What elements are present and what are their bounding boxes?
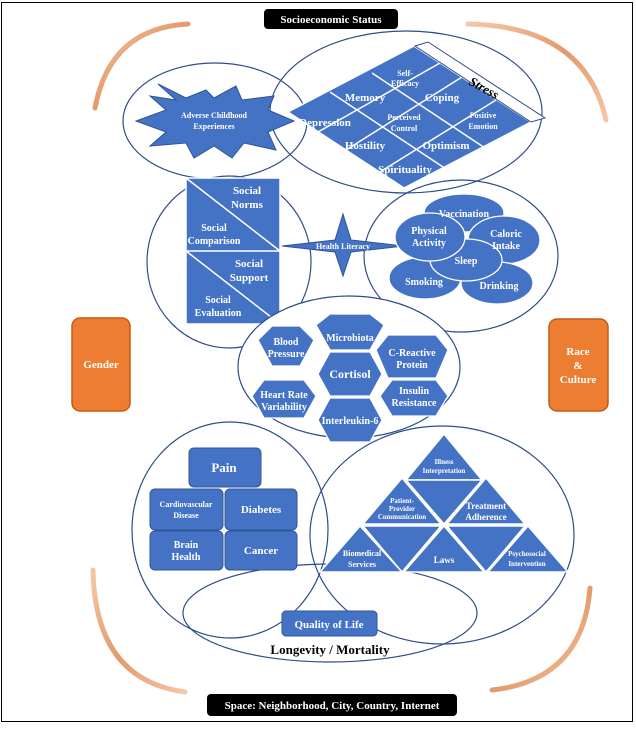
biomarker-hexagons <box>251 313 449 443</box>
bottom-banner-label: Space: Neighborhood, City, Country, Inte… <box>225 700 440 712</box>
biomedical-line1: Biomedical <box>343 549 382 558</box>
interleukin-label: Interleukin-6 <box>322 416 379 427</box>
treatment-line1: Treatment <box>466 501 506 511</box>
microbiota-label: Microbiota <box>326 333 374 344</box>
psychosocial-line1: Psychosocial <box>508 550 546 558</box>
behavior-ellipse <box>363 179 559 333</box>
adverse-line1: Adverse Childhood <box>181 111 248 120</box>
health-literacy-label: Health Literacy <box>316 242 370 251</box>
sleep-label: Sleep <box>455 256 478 267</box>
arc-top-right <box>465 21 609 123</box>
social-norms-line1: Social <box>233 185 261 197</box>
diabetes-label: Diabetes <box>241 504 282 516</box>
treatment-line2: Adherence <box>465 512 506 522</box>
disease-boxes <box>149 447 298 571</box>
quality-of-life-label: Quality of Life <box>294 619 363 631</box>
biomarker-cluster: Blood Pressure Microbiota C-Reactive Pro… <box>237 295 461 443</box>
spirituality-label: Spirituality <box>378 164 432 176</box>
heart-rate-line2: Variability <box>261 402 307 413</box>
quality-of-life-box: Quality of Life <box>281 610 378 637</box>
hostility-label: Hostility <box>345 140 386 152</box>
adverse-line2: Experiences <box>193 122 234 131</box>
c-reactive-line2: Protein <box>396 360 428 371</box>
pain-label: Pain <box>211 460 237 475</box>
psychosocial-line2: Intervention <box>508 560 545 568</box>
perceived-control-line2: Control <box>391 124 418 133</box>
disease-ellipse <box>131 421 329 639</box>
drinking-label: Drinking <box>480 281 519 292</box>
social-behavior-row: Social Norms Social Comparison Social Su… <box>146 175 559 349</box>
services-pyramid <box>318 432 570 574</box>
patient-provider-line1: Patient- <box>390 497 414 505</box>
positive-emotion-line1: Positive <box>470 111 497 120</box>
cortisol-label: Cortisol <box>329 367 371 381</box>
laws-label: Laws <box>434 555 455 565</box>
social-norms-line2: Norms <box>231 199 263 211</box>
top-banner: Socioeconomic Status <box>264 9 398 29</box>
social-support-line2: Support <box>230 272 269 284</box>
smoking-label: Smoking <box>405 277 443 288</box>
stress-cluster: Stress Self- Efficacy Memory Coping Depr… <box>122 30 547 194</box>
patient-provider-line2: Provider <box>389 505 415 513</box>
arc-bottom-left <box>90 567 188 695</box>
social-support-line1: Social <box>235 258 263 270</box>
gender-label: Gender <box>83 359 119 371</box>
vaccination-label: Vaccination <box>439 209 490 220</box>
biomedical-line2: Services <box>348 560 376 569</box>
social-comparison-line2: Comparison <box>188 236 241 247</box>
corner-arcs <box>90 21 609 695</box>
perceived-control-line1: Perceived <box>387 113 421 122</box>
cardio-line2: Disease <box>173 511 199 520</box>
arc-bottom-right <box>489 585 593 693</box>
coping-label: Coping <box>425 92 460 104</box>
social-comparison-line1: Social <box>201 223 227 234</box>
social-evaluation-line2: Evaluation <box>195 308 242 319</box>
social-ellipse <box>146 175 312 349</box>
top-banner-label: Socioeconomic Status <box>280 14 382 26</box>
adverse-star: Adverse Childhood Experiences <box>134 83 296 159</box>
physical-activity-line1: Physical <box>411 226 447 237</box>
outcomes-cluster: Pain Cardiovascular Disease Diabetes Bra… <box>131 421 575 663</box>
blood-pressure-line1: Blood <box>273 337 298 348</box>
social-evaluation-line1: Social <box>205 295 231 306</box>
positive-emotion-line2: Emotion <box>468 122 498 131</box>
optimism-label: Optimism <box>422 140 469 152</box>
arc-top-left <box>92 21 191 111</box>
culture-label: Culture <box>560 374 597 386</box>
ampersand-label: & <box>573 360 582 372</box>
self-efficacy-line2: Efficacy <box>391 79 419 88</box>
insulin-line2: Resistance <box>392 398 438 409</box>
depression-label: Depression <box>299 117 351 129</box>
services-ellipse <box>309 425 575 645</box>
c-reactive-line1: C-Reactive <box>388 348 436 359</box>
illness-line2: Interpretation <box>423 467 466 475</box>
brain-health-line2: Health <box>172 552 201 563</box>
memory-label: Memory <box>345 92 386 104</box>
insulin-line1: Insulin <box>399 386 429 397</box>
illness-line1: Illness <box>434 458 453 466</box>
gender-box: Gender <box>71 317 131 412</box>
caloric-intake-line2: Intake <box>492 241 520 252</box>
bottom-banner: Space: Neighborhood, City, Country, Inte… <box>207 694 457 716</box>
caloric-intake-line1: Caloric <box>490 229 522 240</box>
social-square <box>185 177 281 325</box>
health-literacy-star: Health Literacy <box>281 212 405 278</box>
cardio-line1: Cardiovascular <box>160 500 213 509</box>
patient-provider-line3: Communication <box>378 513 426 521</box>
self-efficacy-line1: Self- <box>397 69 413 78</box>
brain-health-line1: Brain <box>174 540 199 551</box>
cancer-label: Cancer <box>244 545 278 557</box>
race-culture-box: Race & Culture <box>548 318 609 412</box>
longevity-label: Longevity / Mortality <box>270 642 390 657</box>
behavior-bubbles <box>388 193 541 305</box>
physical-activity-line2: Activity <box>412 238 446 249</box>
race-label: Race <box>566 346 589 358</box>
heart-rate-line1: Heart Rate <box>260 390 308 401</box>
blood-pressure-line2: Pressure <box>268 349 305 360</box>
